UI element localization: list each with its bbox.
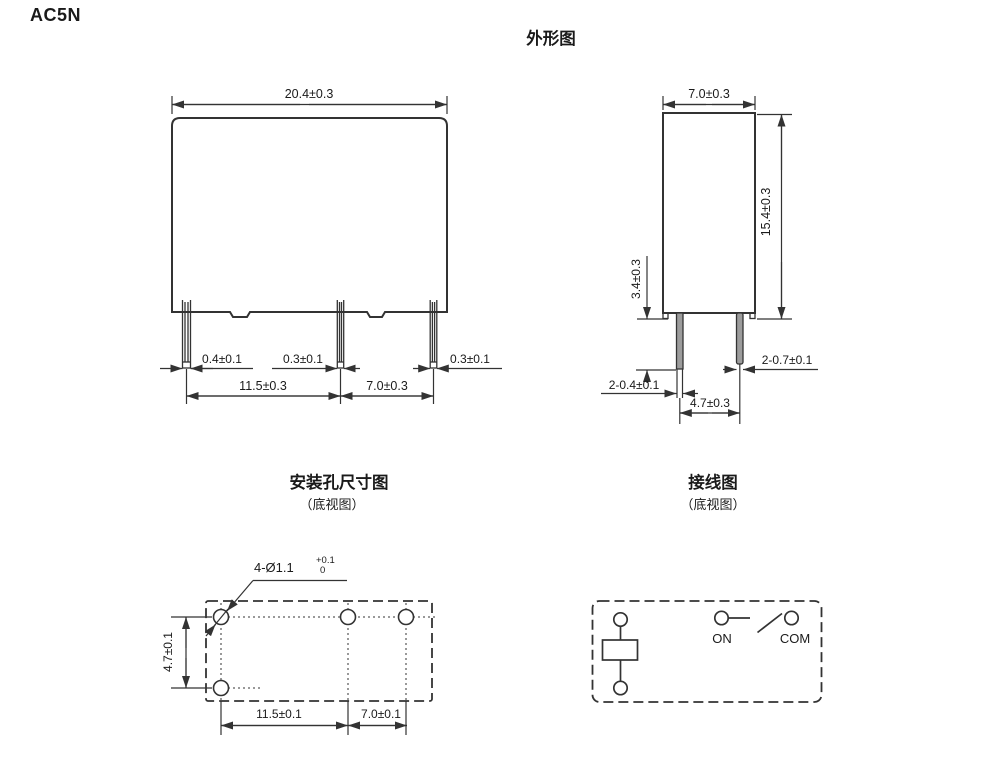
side-depth-dim: 7.0±0.3: [688, 87, 730, 101]
front-pin1-width-dim: 0.4±0.1: [202, 352, 242, 366]
front-view-drawing: [160, 96, 502, 404]
front-dim-pitches: [185, 369, 435, 404]
hole-tolerance-upper: +0.1: [316, 555, 335, 566]
relay-side-body: [662, 112, 756, 314]
front-pitch-a-dim: 11.5±0.3: [239, 379, 287, 393]
side-pin-pitch-dim: 4.7±0.3: [690, 396, 730, 410]
side-pin-width-dim: 2-0.7±0.1: [761, 353, 813, 367]
wiring-section-title: 接线图: [688, 474, 738, 492]
outline-section-title: 外形图: [526, 30, 576, 48]
side-dim-height: [757, 113, 792, 320]
mounting-dim-col-pitches: [220, 701, 407, 735]
wiring-outline: [591, 600, 823, 703]
side-pin-thickness-dim: 2-0.4±0.1: [608, 378, 660, 392]
contact-on-label: ON: [712, 631, 732, 646]
mounting-section-title: 安装孔尺寸图: [289, 474, 389, 492]
contact-symbol: [713, 610, 800, 634]
front-pin-2: [336, 300, 345, 369]
side-height-dim: 15.4±0.3: [759, 187, 773, 237]
wiring-drawing: [591, 600, 823, 703]
side-dim-depth: [662, 96, 756, 110]
front-body-width-dim: 20.4±0.3: [284, 87, 334, 101]
front-pin-3: [429, 300, 438, 369]
mounting-hole: [339, 608, 357, 626]
relay-front-body: [171, 117, 448, 318]
mounting-hole-drawing: [171, 579, 438, 735]
side-dim-pin-thickness: [601, 369, 698, 398]
front-dim-width: [171, 96, 448, 114]
page-title: AC5N: [30, 5, 82, 25]
side-pin-left: [675, 312, 684, 370]
front-pin2-width-dim: 0.3±0.1: [283, 352, 323, 366]
coil-symbol: [601, 611, 639, 696]
side-dim-pin-length: [636, 256, 676, 383]
hole-spec-leader: [204, 579, 347, 637]
contact-com-label: COM: [779, 631, 811, 646]
mounting-dim-row-pitch: [171, 616, 212, 689]
side-pin-length-dim: 3.4±0.3: [629, 259, 643, 299]
mounting-hole: [212, 679, 230, 697]
hole-tolerance-lower: 0: [320, 564, 326, 576]
front-pin3-width-dim: 0.3±0.1: [450, 352, 490, 366]
mounting-row-pitch-dim: 4.7±0.1: [161, 632, 175, 672]
side-dim-pin-pitch: [679, 364, 741, 424]
side-foot-right: [749, 312, 756, 320]
mounting-hole-tolerance: +0.1 0: [316, 556, 335, 575]
mounting-col-pitch-b-dim: 7.0±0.1: [361, 707, 401, 721]
mounting-section-subtitle: （底视图）: [299, 497, 365, 512]
front-pitch-b-dim: 7.0±0.3: [366, 379, 408, 393]
mounting-hole: [397, 608, 415, 626]
mounting-col-pitch-a-dim: 11.5±0.1: [256, 707, 302, 721]
wiring-section-subtitle: （底视图）: [680, 497, 746, 512]
front-pin-1: [181, 300, 192, 369]
side-view-drawing: [601, 96, 818, 424]
mounting-hole-spec: 4-Ø1.1: [254, 560, 294, 575]
mounting-outline: [205, 600, 433, 702]
